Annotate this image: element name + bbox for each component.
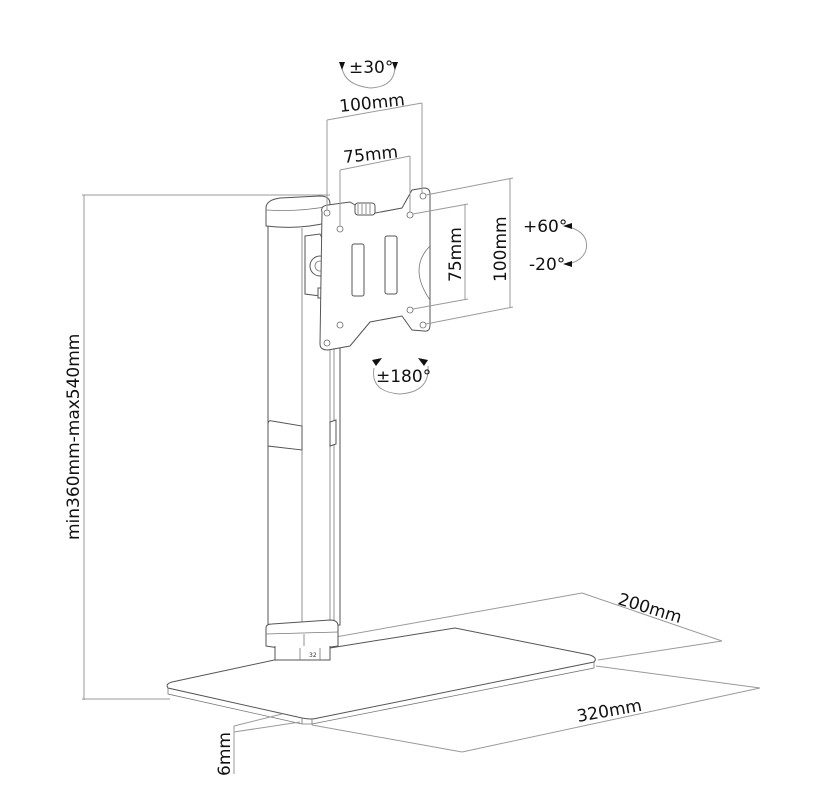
vesa-hole-100-tl xyxy=(323,209,331,217)
tilt-arrow-up-icon xyxy=(563,223,572,229)
vesa-hole-75-br xyxy=(406,306,414,314)
base-thickness-dimension: 6mm xyxy=(215,713,301,776)
swivel-label: ±30° xyxy=(349,58,393,78)
vesa-hole-100-tr xyxy=(419,192,427,200)
base-plate xyxy=(166,627,596,725)
vesa-hole-75-tr xyxy=(406,211,414,219)
rotation-arrow-right-icon xyxy=(418,358,428,366)
tilt-up-label: +60° xyxy=(523,217,567,237)
rotation-arrow-left-icon xyxy=(372,358,382,366)
vesa-75-width-label: 75mm xyxy=(342,142,399,168)
height-dimension: min360mm-max540mm xyxy=(64,194,330,700)
swivel-arrow-right-icon xyxy=(392,62,398,70)
base-depth-label: 200mm xyxy=(616,590,685,628)
vesa-75-height-label: 75mm xyxy=(446,227,466,282)
vesa-100-height-label: 100mm xyxy=(491,216,511,282)
part-marking: 32 xyxy=(309,652,317,659)
rotation-indicator: ±180° xyxy=(372,358,431,395)
rotation-label: ±180° xyxy=(376,367,431,387)
vesa-75-height-dimension: 75mm xyxy=(412,203,469,310)
height-range-label: min360mm-max540mm xyxy=(64,334,84,540)
swivel-indicator: ±30° xyxy=(339,58,398,89)
vesa-plate xyxy=(319,187,431,351)
vesa-100-height-dimension: 100mm xyxy=(425,177,514,325)
vesa-hole-75-bl xyxy=(336,321,344,329)
tilt-down-label: -20° xyxy=(529,255,565,275)
base-thickness-label: 6mm xyxy=(215,732,235,776)
tilt-arrow-down-icon xyxy=(563,261,572,267)
swivel-arrow-left-icon xyxy=(339,62,345,70)
base-width-label: 320mm xyxy=(575,696,643,727)
vesa-hole-100-br xyxy=(419,321,427,329)
vesa-hole-100-bl xyxy=(323,339,331,347)
vesa-100-width-label: 100mm xyxy=(338,90,405,117)
tilt-indicator: +60° -20° xyxy=(523,217,588,275)
vesa-hole-75-tl xyxy=(336,225,344,233)
